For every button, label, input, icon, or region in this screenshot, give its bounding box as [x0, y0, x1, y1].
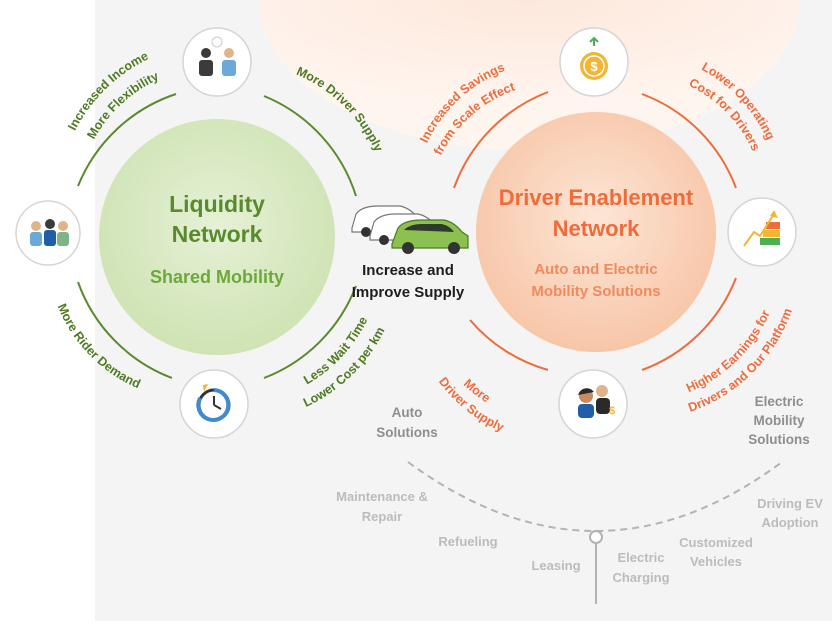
handshake-people-icon [182, 27, 252, 97]
cars-icon [351, 205, 469, 254]
solutions-node [589, 530, 603, 544]
liquidity-network-circle [99, 119, 335, 355]
electric-solutions-line1: Electric [755, 394, 804, 409]
driver-enablement-title-line2: Network [553, 216, 641, 241]
customized-line1: Customized [679, 535, 753, 550]
svg-text:$: $ [590, 59, 598, 74]
coin-icon: $ [559, 27, 629, 97]
driver-enablement-title-line1: Driver Enablement [499, 185, 694, 210]
drivers-icon: $ [558, 369, 628, 439]
stopwatch-icon [179, 369, 249, 439]
peach-halo [258, 0, 800, 151]
auto-solutions-line2: Solutions [376, 425, 438, 440]
center-line2: Improve Supply [352, 284, 465, 301]
charging-line2: Charging [612, 570, 669, 585]
maintenance-line2: Repair [362, 509, 402, 524]
electric-solutions-line2: Mobility [754, 413, 805, 428]
electric-solutions-line3: Solutions [748, 432, 810, 447]
orange-cycle-arcs [453, 91, 737, 371]
driver-enablement-circle [476, 112, 716, 352]
refueling-label: Refueling [438, 534, 497, 549]
charging-line1: Electric [618, 550, 665, 565]
growth-chart-icon [727, 197, 797, 267]
driver-enablement-subtitle-line1: Auto and Electric [534, 261, 657, 278]
liquidity-subtitle: Shared Mobility [150, 267, 284, 287]
svg-text:$: $ [609, 405, 615, 417]
maintenance-line1: Maintenance & [336, 489, 428, 504]
center-line1: Increase and [362, 262, 454, 279]
ev-adoption-line2: Adoption [761, 515, 818, 530]
liquidity-title-line1: Liquidity [169, 191, 265, 217]
auto-solutions-line1: Auto [392, 405, 423, 420]
leasing-label: Leasing [531, 558, 580, 573]
liquidity-title-line2: Network [172, 221, 263, 247]
driver-enablement-subtitle-line2: Mobility Solutions [531, 283, 660, 300]
customized-line2: Vehicles [690, 554, 742, 569]
group-people-icon [15, 200, 81, 266]
green-cycle-arcs [77, 93, 357, 379]
ev-adoption-line1: Driving EV [757, 496, 823, 511]
